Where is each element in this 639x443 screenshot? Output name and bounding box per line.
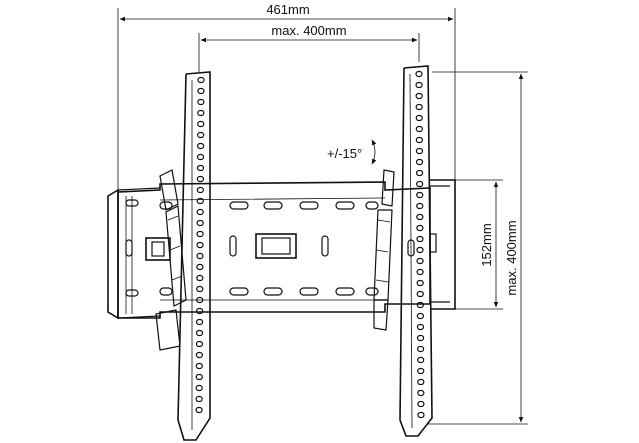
arm-hole <box>415 125 423 133</box>
tilt-indicator: +/-15° <box>327 139 377 165</box>
arm-hole <box>197 131 205 139</box>
arm-hole <box>416 268 424 276</box>
arm-hole <box>416 290 424 298</box>
arm-hole <box>195 395 203 403</box>
arm-hole <box>195 362 203 370</box>
arm-hole <box>195 384 203 392</box>
arm-hole <box>415 103 423 111</box>
arm-hole <box>416 301 424 309</box>
left-arm-holes <box>195 76 205 414</box>
arm-hole <box>416 235 424 243</box>
arm-hole <box>415 169 424 177</box>
arm-hole <box>196 219 204 227</box>
arm-hole <box>417 367 425 375</box>
arm-hole <box>415 92 423 100</box>
arm-hole <box>416 180 424 188</box>
max-vertical-label: max. 400mm <box>504 220 519 295</box>
arm-hole <box>416 323 425 331</box>
arm-hole <box>416 257 424 265</box>
arm-hole <box>417 356 425 364</box>
arm-hole <box>196 175 205 183</box>
arm-hole <box>417 411 425 419</box>
arm-hole <box>197 87 205 95</box>
center-lock <box>255 233 297 259</box>
right-arm-holes <box>415 70 425 419</box>
arm-hole <box>196 208 204 216</box>
arm-hole <box>417 400 425 408</box>
arm-hole <box>416 246 424 254</box>
arm-hole <box>196 252 204 260</box>
arm-hole <box>416 202 424 210</box>
upper-slots <box>125 199 415 297</box>
arm-hole <box>196 285 204 293</box>
arm-hole <box>195 351 203 359</box>
arm-hole <box>415 70 423 78</box>
arm-hole <box>196 230 204 238</box>
arm-hole <box>416 224 424 232</box>
arm-hole <box>196 164 205 172</box>
arm-hole <box>197 76 205 84</box>
arm-hole <box>416 312 424 320</box>
arm-hole <box>195 340 204 348</box>
arm-hole <box>195 318 204 326</box>
arm-hole <box>196 153 205 161</box>
dimension-max-vertical: max. 400mm <box>428 71 528 425</box>
arm-hole <box>196 274 204 282</box>
dimension-rail-height: 152mm <box>455 179 503 310</box>
arm-hole <box>197 109 205 117</box>
arm-hole <box>416 345 425 353</box>
arm-hole <box>196 296 204 304</box>
arm-hole <box>415 114 423 122</box>
arm-hole <box>196 241 204 249</box>
arm-hole <box>416 213 424 221</box>
arm-hole <box>195 329 204 337</box>
arm-hole <box>197 120 205 128</box>
arm-hole <box>415 147 424 155</box>
left-hinge <box>145 169 187 351</box>
arm-hole <box>196 186 204 194</box>
arm-hole <box>196 197 204 205</box>
arm-hole <box>416 191 424 199</box>
right-vertical-arm <box>399 65 433 437</box>
overall-width-label: 461mm <box>266 2 309 17</box>
right-hinge <box>373 169 395 331</box>
arm-hole <box>416 279 424 287</box>
arm-hole <box>197 98 205 106</box>
arm-hole <box>415 158 424 166</box>
arm-hole <box>195 406 203 414</box>
dimension-overall-width: 461mm <box>117 2 456 192</box>
arm-hole <box>196 263 204 271</box>
max-horizontal-label: max. 400mm <box>271 23 346 38</box>
rail-height-label: 152mm <box>479 223 494 266</box>
tilt-label: +/-15° <box>327 146 362 161</box>
left-vertical-arm <box>177 71 211 441</box>
dimension-max-horizontal: max. 400mm <box>198 23 420 72</box>
arm-hole <box>415 136 423 144</box>
arm-hole <box>415 81 423 89</box>
arm-hole <box>417 389 425 397</box>
arm-hole <box>416 334 425 342</box>
arm-hole <box>195 373 203 381</box>
arm-hole <box>197 142 205 150</box>
arm-hole <box>196 307 204 315</box>
arm-hole <box>417 378 425 386</box>
